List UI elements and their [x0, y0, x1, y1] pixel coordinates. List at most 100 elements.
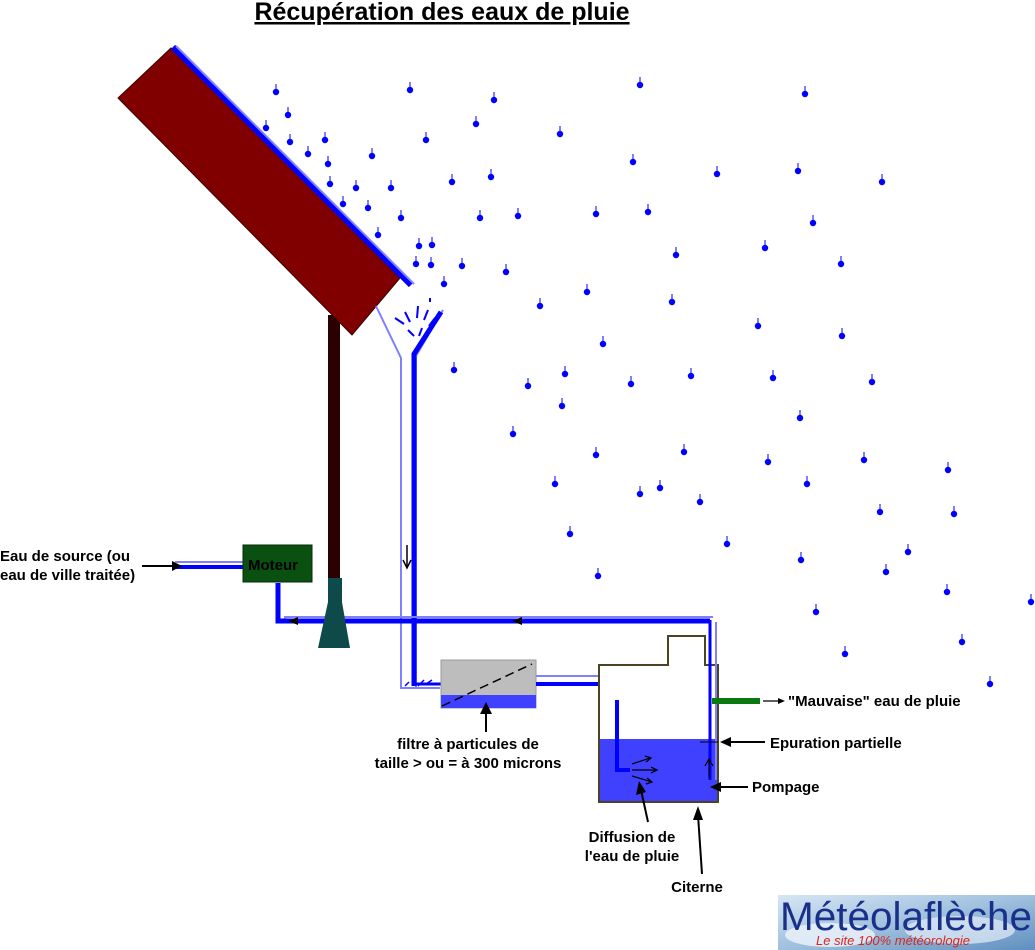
- raindrop: [368, 152, 376, 160]
- raindrop: [566, 530, 574, 538]
- raindrop: [1027, 598, 1035, 606]
- raindrop: [324, 160, 332, 168]
- raindrop: [754, 322, 762, 330]
- raindrop: [412, 260, 420, 268]
- return-pipe: [275, 583, 710, 624]
- roof-gutter-water: [170, 44, 414, 288]
- raindrop: [509, 430, 517, 438]
- raindrop: [428, 241, 436, 249]
- pump-arrow-up: [704, 757, 714, 778]
- raindrop: [352, 184, 360, 192]
- raindrop: [876, 508, 884, 516]
- raindrop: [841, 650, 849, 658]
- roof: [117, 47, 401, 336]
- raindrop: [427, 261, 435, 269]
- splash-marks: [394, 298, 436, 337]
- raindrop: [668, 298, 676, 306]
- raindrop: [812, 608, 820, 616]
- raindrop: [440, 280, 448, 288]
- raindrop: [594, 572, 602, 580]
- funnel-water: [411, 310, 444, 686]
- raindrop: [374, 231, 382, 239]
- raindrop: [636, 81, 644, 89]
- raindrop: [838, 332, 846, 340]
- raindrop: [837, 260, 845, 268]
- raindrop: [764, 458, 772, 466]
- raindrop: [321, 136, 329, 144]
- raindrop: [387, 184, 395, 192]
- purification-label: Epuration partielle: [770, 735, 902, 752]
- bad-water-label: "Mauvaise" eau de pluie: [788, 693, 961, 710]
- raindrop: [304, 150, 312, 158]
- raindrop: [723, 540, 731, 548]
- raindrop: [284, 111, 292, 119]
- raindrop: [406, 86, 414, 94]
- raindrop: [627, 380, 635, 388]
- filter-arrow: [480, 702, 492, 732]
- raindrop: [524, 382, 532, 390]
- pumping-label: Pompage: [752, 779, 820, 796]
- raindrop: [415, 242, 423, 250]
- raindrop: [809, 219, 817, 227]
- raindrop: [904, 548, 912, 556]
- logo-tagline: Le site 100% météorologie: [816, 933, 970, 948]
- collection-funnel: [375, 305, 444, 689]
- raindrop: [592, 210, 600, 218]
- raindrop: [860, 456, 868, 464]
- pumping-arrow: [710, 782, 748, 792]
- raindrop: [636, 490, 644, 498]
- purification-arrow: [720, 737, 765, 747]
- logo-name: Météolaflèche: [780, 895, 1032, 939]
- filter-mesh: [441, 663, 533, 707]
- raindrop: [476, 214, 484, 222]
- raindrop: [801, 90, 809, 98]
- raindrop: [286, 138, 294, 146]
- raindrop: [364, 204, 372, 212]
- raindrop: [514, 212, 522, 220]
- raindrop: [551, 480, 559, 488]
- raindrop: [769, 374, 777, 382]
- motor-box: [242, 544, 313, 583]
- spray-nozzle: [318, 578, 350, 648]
- roof-support-post: [328, 315, 340, 583]
- raindrop: [656, 484, 664, 492]
- raindrop: [644, 208, 652, 216]
- raindrop: [458, 262, 466, 270]
- tank-pipe-redraw: [615, 700, 630, 772]
- raindrop: [556, 130, 564, 138]
- raindrop: [448, 178, 456, 186]
- pipe-bubbles: [404, 679, 433, 687]
- raindrop: [490, 96, 498, 104]
- raindrop: [868, 378, 876, 386]
- diffusion-label-line2: l'eau de pluie: [585, 848, 679, 865]
- raindrop: [958, 638, 966, 646]
- filter-label-line1: filtre à particules de: [397, 736, 539, 753]
- raindrop: [272, 88, 280, 96]
- raindrop: [696, 498, 704, 506]
- raindrop: [502, 268, 510, 276]
- raindrop: [680, 448, 688, 456]
- raindrop: [796, 414, 804, 422]
- filter-label-line2: taille > ou = à 300 microns: [375, 755, 562, 772]
- raindrop: [262, 124, 270, 132]
- raindrop: [794, 167, 802, 175]
- roof-gutter-water-edge: [175, 45, 415, 285]
- diffusion-arrows: [631, 755, 659, 785]
- flow-arrow-down: [402, 545, 412, 570]
- site-logo: Météolaflèche Le site 100% météorologie: [778, 895, 1035, 950]
- return-flow-arrows: [288, 617, 522, 625]
- source-label-line2: eau de ville traitée): [0, 567, 135, 584]
- raindrop: [986, 680, 994, 688]
- raindrop: [561, 370, 569, 378]
- raindrop: [761, 244, 769, 252]
- raindrop: [672, 251, 680, 259]
- raindrop: [803, 480, 811, 488]
- raindrop: [882, 568, 890, 576]
- raindrop: [339, 200, 347, 208]
- raindrop: [487, 173, 495, 181]
- raindrop: [326, 180, 334, 188]
- tank-label: Citerne: [671, 879, 723, 896]
- motor-label: Moteur: [248, 557, 298, 574]
- raindrop: [599, 340, 607, 348]
